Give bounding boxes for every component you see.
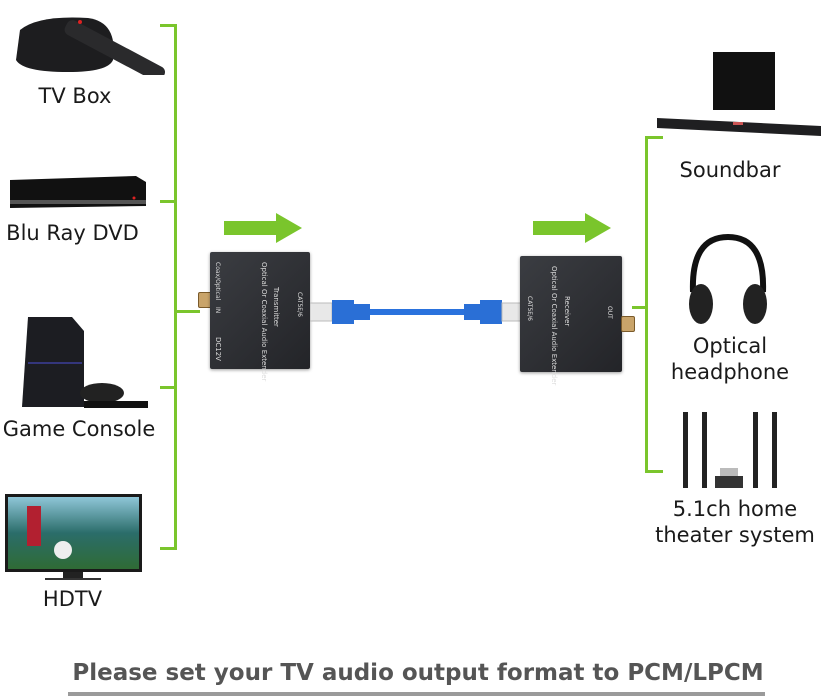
hdtv-icon xyxy=(5,494,145,582)
source-bracket-tick-bluray xyxy=(160,200,176,203)
source-bracket-tick-hdtv xyxy=(160,547,176,550)
ethernet-cable xyxy=(309,295,525,329)
receiver-subtitle: Receiver xyxy=(563,296,571,327)
output-bracket-tick-soundbar xyxy=(645,136,663,139)
transmitter-cat-label: CAT5E/6 xyxy=(296,292,303,317)
tv-box-icon xyxy=(8,10,168,82)
output-bracket-vertical xyxy=(645,136,648,472)
receiver-box: CAT5E/6 Optical Or Coaxial Audio Extende… xyxy=(520,256,622,385)
output-label-headphone-line1: Optical xyxy=(692,334,768,358)
soundbar-icon xyxy=(655,52,824,137)
transmitter-subtitle: Transmitter xyxy=(272,287,280,327)
source-bracket-tick-tv-box xyxy=(160,24,176,27)
source-bracket-tick-game-console xyxy=(160,386,176,389)
output-label-home-theater-line1: 5.1ch home xyxy=(672,497,798,521)
bluray-player-icon xyxy=(6,172,148,212)
source-bracket-vertical xyxy=(174,24,177,550)
source-label-bluray: Blu Ray DVD xyxy=(6,221,139,245)
transmitter-in-label: IN xyxy=(214,307,221,314)
output-label-soundbar: Soundbar xyxy=(679,158,781,182)
output-label-home-theater-line2: theater system xyxy=(655,523,815,547)
transmitter-port-label: Coax/Optical xyxy=(214,262,221,301)
source-label-hdtv: HDTV xyxy=(42,587,103,611)
signal-arrow-right xyxy=(533,213,611,247)
receiver-out-label: OUT xyxy=(606,306,613,319)
source-to-transmitter-line xyxy=(176,310,200,313)
transmitter-title: Optical Or Coaxial Audio Extender xyxy=(260,262,268,382)
coax-port-out xyxy=(621,316,635,332)
headphone-icon xyxy=(683,232,773,327)
source-label-tv-box: TV Box xyxy=(38,84,112,108)
output-bracket-tick-home-theater xyxy=(645,470,663,473)
transmitter-box: Coax/Optical IN DC12V Optical Or Coaxial… xyxy=(210,252,310,381)
receiver-cat-label: CAT5E/6 xyxy=(526,296,533,321)
receiver-title: Optical Or Coaxial Audio Extender xyxy=(550,266,558,386)
output-label-headphone-line2: headphone xyxy=(670,360,790,384)
receiver-to-output-line xyxy=(632,306,646,309)
home-theater-icon xyxy=(675,410,785,490)
game-console-icon xyxy=(20,315,150,410)
transmitter-power-label: DC12V xyxy=(214,337,222,361)
source-label-game-console: Game Console xyxy=(2,417,156,441)
signal-arrow-left xyxy=(224,213,302,247)
footer-note: Please set your TV audio output format t… xyxy=(72,660,764,686)
footer-underline xyxy=(68,692,765,696)
